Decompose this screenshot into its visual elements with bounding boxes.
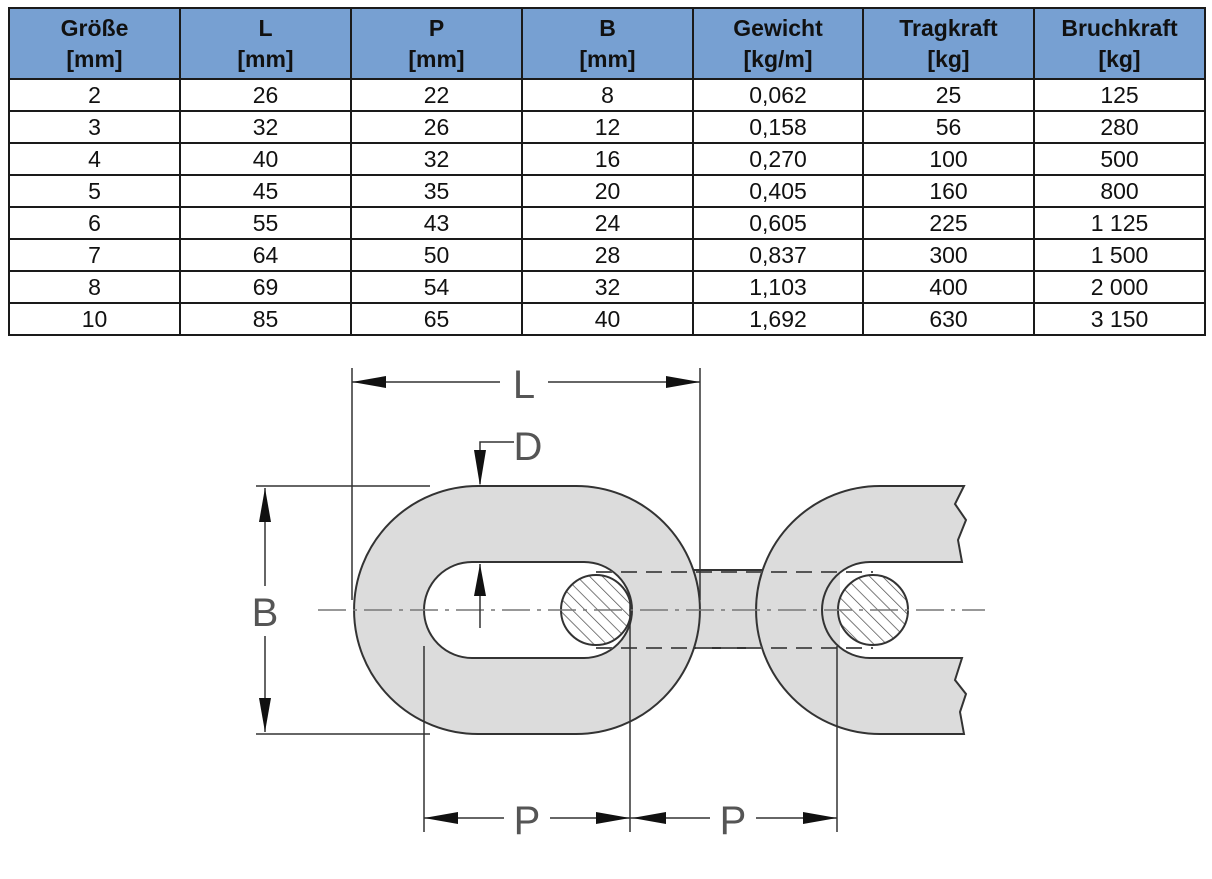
label-p2-bg <box>710 798 756 838</box>
table-cell: 28 <box>521 238 694 272</box>
table-cell: 12 <box>521 110 694 144</box>
table-cell: 55 <box>179 206 352 240</box>
table-cell: 3 150 <box>1033 302 1206 336</box>
arrow-l-left <box>352 376 386 388</box>
table-cell: 0,605 <box>692 206 864 240</box>
table-cell: 64 <box>179 238 352 272</box>
table-cell: 300 <box>862 238 1035 272</box>
table-cell: 280 <box>1033 110 1206 144</box>
table-cell: 26 <box>179 78 352 112</box>
table-cell: 3 <box>8 110 181 144</box>
table-cell: 0,405 <box>692 174 864 208</box>
header-width: B[mm] <box>521 7 694 80</box>
arrow-p2-left <box>632 812 666 824</box>
table-cell: 1,103 <box>692 270 864 304</box>
label-l-bg <box>500 362 548 402</box>
table-cell: 56 <box>862 110 1035 144</box>
table-cell: 160 <box>862 174 1035 208</box>
table-cell: 32 <box>179 110 352 144</box>
table-cell: 40 <box>521 302 694 336</box>
header-load-capacity: Tragkraft[kg] <box>862 7 1035 80</box>
chain-spec-table: Größe[mm] L[mm] P[mm] B[mm] Gewicht[kg/m… <box>8 7 1206 336</box>
arrow-inner-height <box>474 564 486 596</box>
arrow-l-right <box>666 376 700 388</box>
header-size: Größe[mm] <box>8 7 181 80</box>
chain-link-diagram: L D B P P <box>252 362 985 843</box>
table-cell: 43 <box>350 206 523 240</box>
second-chain-link <box>755 485 968 735</box>
table-cell: 35 <box>350 174 523 208</box>
table-cell: 24 <box>521 206 694 240</box>
header-pitch: P[mm] <box>350 7 523 80</box>
arrow-b-top <box>259 488 271 522</box>
table-cell: 6 <box>8 206 181 240</box>
header-weight: Gewicht[kg/m] <box>692 7 864 80</box>
arrow-p1-left <box>424 812 458 824</box>
table-cell: 1 500 <box>1033 238 1206 272</box>
table-cell: 65 <box>350 302 523 336</box>
table-cell: 40 <box>179 142 352 176</box>
table-cell: 4 <box>8 142 181 176</box>
arrow-d <box>474 450 486 486</box>
table-header: Größe[mm] L[mm] P[mm] B[mm] Gewicht[kg/m… <box>8 7 1206 80</box>
table-cell: 630 <box>862 302 1035 336</box>
label-pitch-1: P <box>514 799 541 843</box>
table-cell: 25 <box>862 78 1035 112</box>
table-cell: 10 <box>8 302 181 336</box>
table-cell: 16 <box>521 142 694 176</box>
table-cell: 100 <box>862 142 1035 176</box>
table-cell: 400 <box>862 270 1035 304</box>
table-cell: 0,270 <box>692 142 864 176</box>
label-pitch-2: P <box>720 799 747 843</box>
table-cell: 7 <box>8 238 181 272</box>
table-cell: 2 <box>8 78 181 112</box>
table-cell: 125 <box>1033 78 1206 112</box>
table-cell: 1,692 <box>692 302 864 336</box>
table-cell: 0,837 <box>692 238 864 272</box>
table-cell: 45 <box>179 174 352 208</box>
table-cell: 0,158 <box>692 110 864 144</box>
table-cell: 54 <box>350 270 523 304</box>
table-cell: 8 <box>8 270 181 304</box>
table-cell: 800 <box>1033 174 1206 208</box>
first-chain-link <box>353 485 701 735</box>
table-cell: 0,062 <box>692 78 864 112</box>
table-cell: 50 <box>350 238 523 272</box>
table-cell: 22 <box>350 78 523 112</box>
leader-line-d <box>479 441 514 484</box>
table-cell: 85 <box>179 302 352 336</box>
table-cell: 26 <box>350 110 523 144</box>
header-length: L[mm] <box>179 7 352 80</box>
table-cell: 32 <box>521 270 694 304</box>
table-cell: 225 <box>862 206 1035 240</box>
header-row: Größe[mm] L[mm] P[mm] B[mm] Gewicht[kg/m… <box>8 7 1206 80</box>
table-cell: 5 <box>8 174 181 208</box>
table-cell: 2 000 <box>1033 270 1206 304</box>
label-diameter: D <box>514 425 543 469</box>
label-width: B <box>252 591 279 635</box>
table-cell: 8 <box>521 78 694 112</box>
label-p1-bg <box>504 798 550 838</box>
table-cell: 69 <box>179 270 352 304</box>
label-length: L <box>513 363 535 407</box>
table-cell: 32 <box>350 142 523 176</box>
table-cell: 20 <box>521 174 694 208</box>
table-cell: 1 125 <box>1033 206 1206 240</box>
arrow-b-bottom <box>259 698 271 732</box>
table-cell: 500 <box>1033 142 1206 176</box>
arrow-p2-right <box>803 812 837 824</box>
header-breaking-force: Bruchkraft[kg] <box>1033 7 1206 80</box>
arrow-p1-right <box>596 812 630 824</box>
